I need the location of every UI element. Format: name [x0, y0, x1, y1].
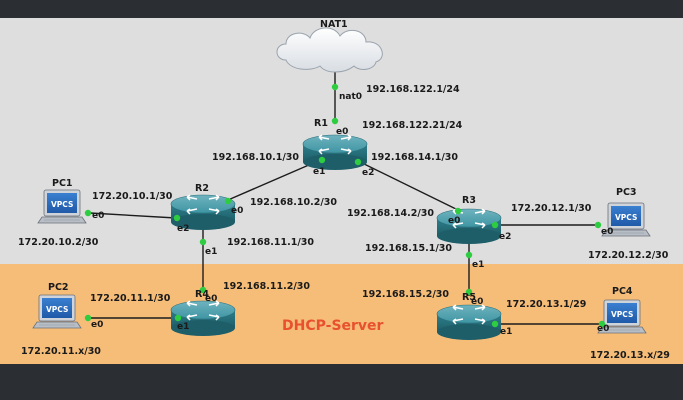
port-dot: [354, 158, 362, 166]
pc4-label: PC4: [612, 286, 633, 297]
r2-e1-ip-label: 192.168.11.1/30: [227, 237, 314, 248]
r2-e0-ip-label: 192.168.10.2/30: [250, 197, 337, 208]
r3-e2-label: e2: [499, 232, 511, 242]
pc1-screen-label: VPCS: [51, 200, 73, 209]
pc3-screen-label: VPCS: [615, 213, 637, 222]
port-dot: [491, 221, 499, 229]
r4-label: R4: [195, 289, 209, 300]
r2-e2-label: e2: [177, 224, 189, 234]
pc3-e0-label: e0: [601, 227, 613, 237]
port-dot: [199, 286, 207, 294]
port-dot: [199, 238, 207, 246]
pc1-label: PC1: [52, 178, 73, 189]
r1-e1-label: e1: [313, 167, 325, 177]
port-dot: [84, 314, 92, 322]
r3-e0-label: e0: [448, 216, 460, 226]
r5-e1-ip-label: 172.20.13.1/29: [506, 299, 586, 310]
r5-e0-label: e0: [471, 297, 483, 307]
port-dot: [491, 320, 499, 328]
pc3-ip-label: 172.20.12.2/30: [588, 250, 669, 261]
pc2-e0-label: e0: [91, 320, 103, 330]
nat1-cloud[interactable]: [276, 27, 383, 73]
pc3-label: PC3: [616, 187, 637, 198]
r1-e2-ip-label: 192.168.14.1/30: [371, 152, 458, 163]
r5-e0-ip-label: 192.168.15.2/30: [362, 289, 449, 300]
pc4-e0-label: e0: [597, 324, 609, 334]
port-dot: [465, 251, 473, 259]
r1-e0-label: e0: [336, 127, 348, 137]
router-r5-icon[interactable]: [436, 304, 502, 341]
r4-e0-ip-label: 192.168.11.2/30: [223, 281, 310, 292]
nat0-interface-label: nat0: [339, 92, 362, 102]
port-dot: [598, 320, 606, 328]
port-dot: [331, 83, 339, 91]
r4-e0-label: e0: [205, 294, 217, 304]
pc2-label: PC2: [48, 282, 69, 293]
r1-e2-label: e2: [362, 168, 374, 178]
pc1-icon[interactable]: VPCS: [37, 189, 87, 224]
r1-label: R1: [314, 118, 328, 129]
port-dot: [465, 288, 473, 296]
port-dot: [173, 214, 181, 222]
r2-e1-label: e1: [205, 247, 217, 257]
pc4-screen-label: VPCS: [611, 310, 633, 319]
pc1-e0-label: e0: [92, 211, 104, 221]
router-r3-icon[interactable]: [436, 208, 502, 245]
r1-e0-ip-label: 192.168.122.21/24: [362, 120, 463, 131]
r4-e1-ip-label: 172.20.11.1/30: [90, 293, 171, 304]
link-r1-r3[interactable]: [355, 159, 459, 211]
dhcp-server-zone-label: DHCP-Server: [282, 318, 384, 334]
r3-e2-ip-label: 172.20.12.1/30: [511, 203, 592, 214]
port-dot: [594, 221, 602, 229]
r3-e0-ip-label: 192.168.14.2/30: [347, 208, 434, 219]
port-dot: [318, 156, 326, 164]
r1-e1-ip-label: 192.168.10.1/30: [212, 152, 299, 163]
port-dot: [224, 197, 232, 205]
pc2-icon[interactable]: VPCS: [32, 294, 82, 329]
pc4-ip-label: 172.20.13.x/29: [590, 350, 670, 361]
r3-e1-label: e1: [472, 260, 484, 270]
port-dot: [174, 314, 182, 322]
port-dot: [331, 117, 339, 125]
nat1-label: NAT1: [320, 19, 348, 30]
r2-e0-label: e0: [231, 206, 243, 216]
r2-e2-ip-label: 172.20.10.1/30: [92, 191, 173, 202]
r5-label: R5: [462, 292, 476, 303]
pc1-ip-label: 172.20.10.2/30: [18, 237, 99, 248]
bottom-band: [0, 364, 683, 400]
r3-label: R3: [462, 195, 476, 206]
r4-e1-label: e1: [177, 322, 189, 332]
port-dot: [454, 207, 462, 215]
r2-label: R2: [195, 183, 209, 194]
port-dots: [84, 83, 606, 328]
link-pc1-r2[interactable]: [89, 212, 177, 219]
nat1-ip-label: 192.168.122.1/24: [366, 84, 460, 95]
pc3-icon[interactable]: VPCS: [601, 202, 651, 237]
pc2-screen-label: VPCS: [46, 305, 68, 314]
pc4-icon[interactable]: VPCS: [597, 299, 647, 334]
port-dot: [84, 209, 92, 217]
r3-e1-ip-label: 192.168.15.1/30: [365, 243, 452, 254]
r5-e1-label: e1: [500, 327, 512, 337]
dhcp-zone: [0, 264, 683, 364]
pc2-ip-label: 172.20.11.x/30: [21, 346, 101, 357]
top-band: [0, 0, 683, 18]
